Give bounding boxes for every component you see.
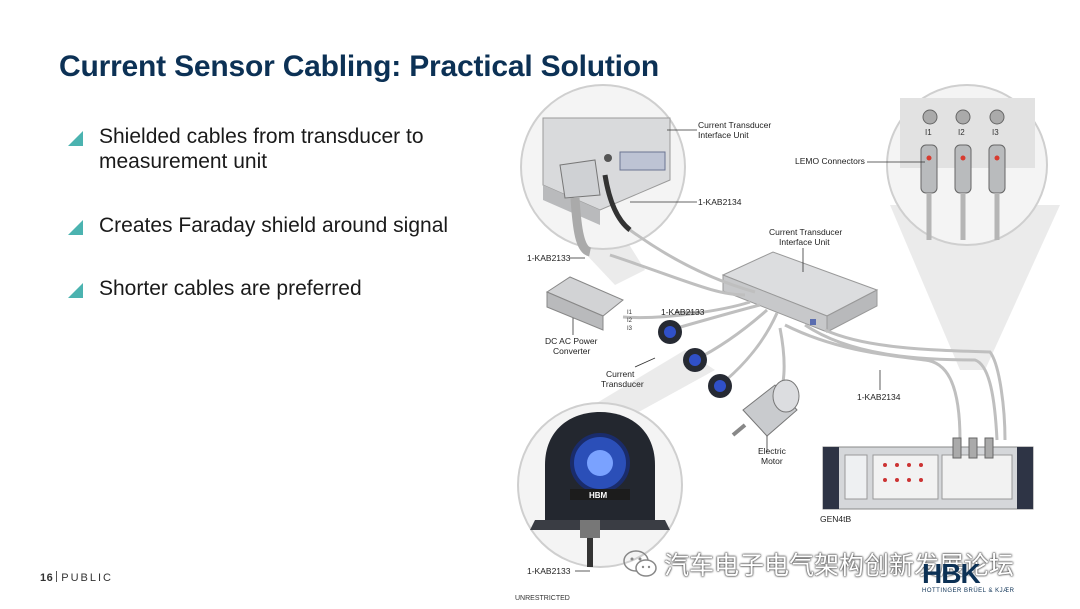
interface-connector-zoom bbox=[520, 84, 686, 257]
converter-channel-i3: I3 bbox=[627, 326, 633, 332]
leader-lines bbox=[570, 129, 925, 572]
watermark: 汽车电子电气架构创新发展论坛 bbox=[622, 546, 1014, 582]
unrestricted-label: UNRESTRICTED bbox=[515, 595, 570, 602]
channel-label-i3: I3 bbox=[992, 128, 999, 137]
zoom-cone-right bbox=[890, 205, 1060, 370]
label-electric-motor-2: Motor bbox=[761, 456, 783, 466]
label-interface-unit-top-2: Interface Unit bbox=[698, 130, 749, 140]
label-interface-unit-mid-2: Interface Unit bbox=[779, 237, 830, 247]
label-kab2133-mid: 1-KAB2133 bbox=[661, 307, 705, 317]
gen4tb-instrument bbox=[822, 437, 1034, 510]
bullet-item: Shielded cables from transducer to measu… bbox=[68, 124, 488, 174]
channel-label-i1: I1 bbox=[925, 128, 932, 137]
interface-unit bbox=[721, 251, 879, 333]
cabling-diagram: Current Transducer Interface Unit 1-KAB2… bbox=[517, 84, 1060, 576]
page-number: 16 bbox=[40, 572, 54, 584]
triangle-bullet-icon bbox=[68, 220, 83, 235]
label-current-transducer-1: Current bbox=[606, 369, 635, 379]
label-kab2133-bottom: 1-KAB2133 bbox=[527, 566, 571, 576]
converter-channel-i2: I2 bbox=[627, 318, 633, 324]
cable-paths bbox=[609, 228, 1007, 441]
classification-label: PUBLIC bbox=[61, 572, 113, 584]
transducer-zoom bbox=[517, 402, 683, 568]
bullet-list: Shielded cables from transducer to measu… bbox=[68, 124, 488, 301]
label-power-converter-1: DC AC Power bbox=[545, 336, 598, 346]
bullet-text: Shielded cables from transducer to measu… bbox=[99, 125, 424, 173]
hbk-logo: HBK HOTTINGER BRÜEL & KJÆR bbox=[922, 558, 1022, 595]
label-electric-motor-1: Electric bbox=[758, 446, 787, 456]
bullet-item: Shorter cables are preferred bbox=[68, 276, 488, 301]
bullet-text: Creates Faraday shield around signal bbox=[99, 214, 449, 237]
label-kab2134-top: 1-KAB2134 bbox=[698, 197, 742, 207]
label-kab2134-bottom: 1-KAB2134 bbox=[857, 392, 901, 402]
label-current-transducer-2: Transducer bbox=[601, 379, 644, 389]
converter-channel-i1: I1 bbox=[627, 310, 633, 316]
triangle-bullet-icon bbox=[68, 131, 83, 146]
electric-motor bbox=[731, 379, 800, 437]
bullet-text: Shorter cables are preferred bbox=[99, 277, 362, 300]
triangle-bullet-icon bbox=[68, 283, 83, 298]
current-transducers bbox=[658, 320, 732, 398]
label-power-converter-2: Converter bbox=[553, 346, 590, 356]
label-interface-unit-top-1: Current Transducer bbox=[698, 120, 771, 130]
label-kab2133-left: 1-KAB2133 bbox=[527, 253, 571, 263]
wechat-icon bbox=[623, 550, 657, 577]
channel-label-i2: I2 bbox=[958, 128, 965, 137]
label-gen4tb: GEN4tB bbox=[820, 514, 852, 524]
label-interface-unit-mid-1: Current Transducer bbox=[769, 227, 842, 237]
logo-wordmark: HBK bbox=[922, 558, 981, 589]
power-converter bbox=[545, 276, 624, 331]
footer-divider bbox=[56, 571, 58, 582]
lemo-connector-zoom bbox=[886, 84, 1048, 246]
footer-page-info: 16 PUBLIC bbox=[40, 571, 113, 584]
watermark-text: 汽车电子电气架构创新发展论坛 bbox=[664, 552, 1015, 580]
slide-title: Current Sensor Cabling: Practical Soluti… bbox=[59, 50, 660, 83]
transducer-brand-label: HBM bbox=[589, 491, 608, 500]
label-lemo-connectors: LEMO Connectors bbox=[795, 156, 865, 166]
logo-subtitle: HOTTINGER BRÜEL & KJÆR bbox=[922, 588, 1015, 594]
bullet-item: Creates Faraday shield around signal bbox=[68, 213, 488, 238]
